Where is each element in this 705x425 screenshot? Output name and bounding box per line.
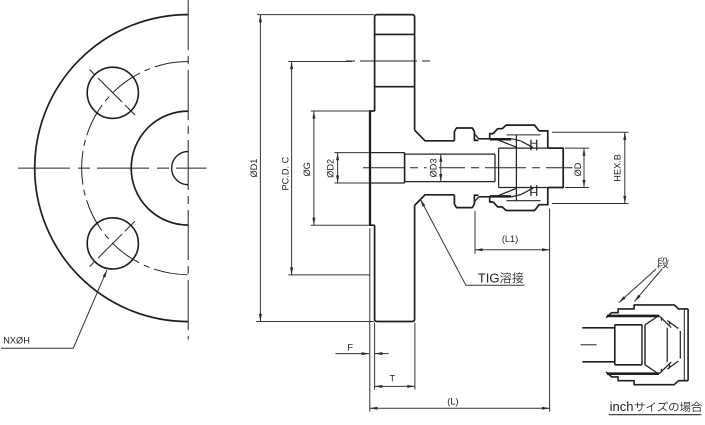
svg-text:ØD2: ØD2 [326, 159, 336, 178]
svg-text:ØD: ØD [573, 162, 583, 176]
svg-text:ØD1: ØD1 [249, 159, 259, 178]
svg-text:T: T [389, 374, 395, 384]
svg-text:NXØH: NXØH [3, 336, 30, 346]
svg-text:PC.D. C: PC.D. C [281, 156, 291, 190]
svg-text:ØD3: ØD3 [428, 158, 438, 177]
svg-text:F: F [347, 342, 353, 352]
svg-text:HEX.B: HEX.B [612, 154, 622, 182]
svg-text:(L1): (L1) [502, 234, 518, 244]
svg-text:(L): (L) [447, 397, 458, 407]
svg-text:ØG: ØG [302, 162, 312, 176]
svg-text:inch: inch [610, 399, 634, 414]
svg-text:TIG: TIG [478, 270, 500, 285]
